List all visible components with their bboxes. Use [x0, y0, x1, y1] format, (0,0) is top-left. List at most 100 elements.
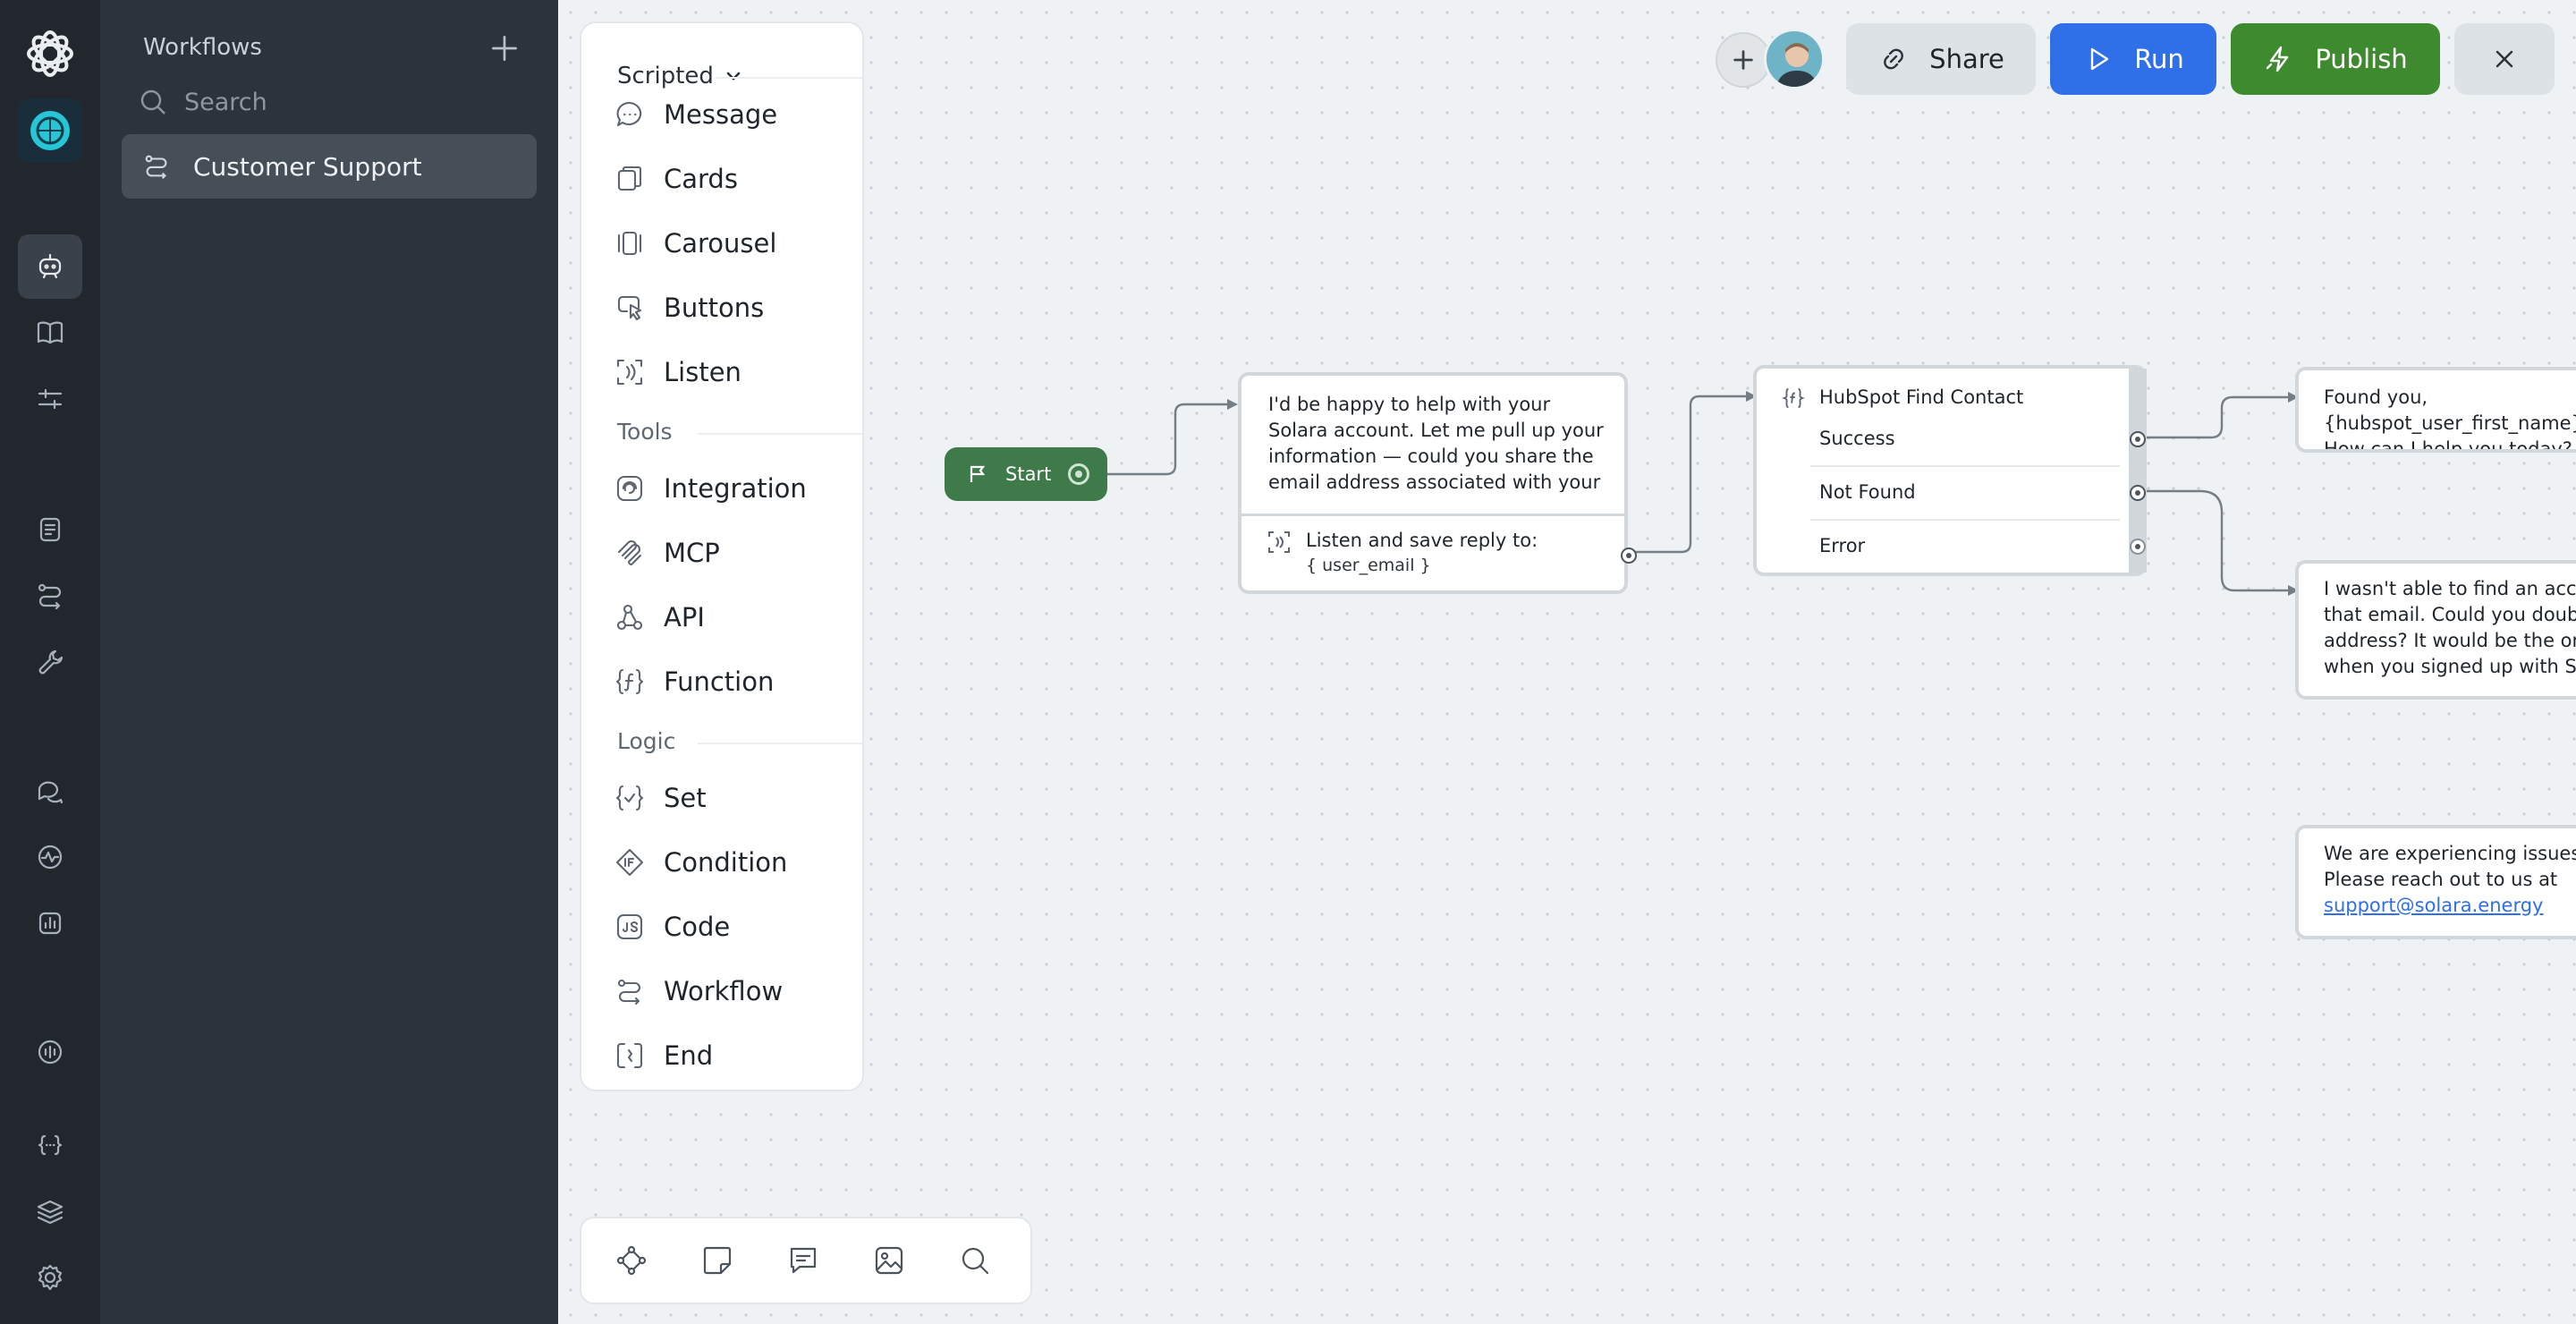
palette-item-carousel[interactable]: Carousel [614, 222, 776, 265]
palette-item-buttons[interactable]: Buttons [614, 286, 764, 329]
search-icon[interactable] [957, 1243, 993, 1278]
publish-bolt-icon [2267, 46, 2289, 72]
chevron-down-icon [726, 72, 741, 81]
flag-icon [970, 465, 986, 482]
close-icon [2496, 50, 2513, 68]
palette-mode-dropdown[interactable]: Scripted [617, 63, 742, 89]
palette-mode-label: Scripted [617, 63, 714, 89]
workflow-icon [145, 155, 167, 179]
success-port[interactable] [2130, 431, 2146, 447]
palette-item-label: Function [664, 666, 775, 697]
search-input[interactable] [184, 88, 488, 116]
code-icon [616, 913, 643, 940]
listen-icon [616, 359, 643, 386]
listen-variable: { user_email } [1306, 556, 1431, 575]
agents-nav-icon[interactable] [18, 234, 82, 299]
settings-gear-icon[interactable] [18, 1245, 82, 1310]
reports-nav-icon[interactable] [18, 891, 82, 955]
voice-nav-icon[interactable] [18, 1020, 82, 1084]
message-node[interactable]: I'd be happy to help with your Solara ac… [1238, 372, 1637, 594]
palette-item-label: API [664, 602, 705, 632]
function-icon [615, 668, 644, 695]
not-found-message-node[interactable]: I wasn't able to find an account with th… [2295, 560, 2576, 700]
variables-nav-icon[interactable] [18, 1113, 82, 1177]
auto-layout-icon[interactable] [614, 1243, 649, 1278]
palette-section-logic: Logic [617, 728, 676, 754]
condition-icon [615, 848, 644, 877]
cards-icon [617, 166, 642, 191]
hubspot-find-contact-node[interactable]: HubSpot Find Contact Success Not Found E… [1753, 365, 2147, 576]
panel-title: Workflows [143, 34, 262, 61]
analytics-pulse-icon[interactable] [18, 825, 82, 889]
palette-item-set[interactable]: Set [614, 777, 707, 819]
workflows-nav-icon[interactable] [18, 564, 82, 628]
support-email-link[interactable]: support@solara.energy [2324, 895, 2544, 916]
add-workflow-button[interactable] [487, 30, 522, 66]
run-button[interactable]: Run [2050, 23, 2216, 95]
plus-icon [1733, 50, 1753, 70]
settings-sliders-icon[interactable] [18, 367, 82, 431]
publish-label: Publish [2315, 44, 2408, 74]
knowledge-nav-icon[interactable] [18, 301, 82, 365]
add-collaborator-button[interactable] [1716, 32, 1771, 88]
api-icon [616, 604, 643, 631]
workflow-search[interactable] [138, 82, 513, 122]
palette-item-code[interactable]: Code [614, 905, 730, 948]
not-found-port[interactable] [2130, 485, 2146, 501]
share-label: Share [1929, 44, 2004, 74]
layers-nav-icon[interactable] [18, 1179, 82, 1243]
palette-item-workflow[interactable]: Workflow [614, 970, 783, 1013]
palette-item-label: Carousel [664, 228, 777, 259]
palette-item-function[interactable]: Function [614, 660, 774, 703]
palette-item-cards[interactable]: Cards [614, 157, 738, 200]
share-button[interactable]: Share [1846, 23, 2036, 95]
start-node[interactable]: Start [945, 447, 1107, 501]
sticky-note-icon[interactable] [699, 1243, 735, 1278]
start-output-port[interactable] [1068, 463, 1089, 485]
palette-item-mcp[interactable]: MCP [614, 531, 720, 574]
message-output-port[interactable] [1621, 547, 1637, 564]
palette-item-label: Set [664, 783, 707, 813]
close-button[interactable] [2454, 23, 2555, 95]
buttons-icon [617, 295, 642, 321]
listen-prefix: Listen and save reply to: [1306, 530, 1538, 551]
run-label: Run [2134, 44, 2184, 74]
not-found-message-text: I wasn't able to find an account with th… [2324, 578, 2576, 677]
image-icon[interactable] [871, 1243, 907, 1278]
palette-item-label: Code [664, 912, 731, 942]
play-icon [2090, 47, 2109, 71]
palette-item-api[interactable]: API [614, 596, 705, 639]
palette-item-listen[interactable]: Listen [614, 351, 741, 394]
tools-nav-icon[interactable] [18, 630, 82, 694]
comment-icon[interactable] [785, 1243, 821, 1278]
error-message-node[interactable]: We are experiencing issues. Please reach… [2295, 825, 2576, 939]
conversations-nav-icon[interactable] [18, 759, 82, 823]
found-message-text: Found you, {hubspot_user_first_name}! Ho… [2324, 386, 2576, 453]
palette-item-label: Workflow [664, 976, 784, 1006]
error-port[interactable] [2130, 539, 2146, 555]
workflow-item-customer-support[interactable]: Customer Support [122, 134, 537, 199]
workflows-panel: Workflows Customer Support [100, 0, 558, 1324]
flow-connectors [1107, 391, 2299, 596]
listen-icon [1268, 531, 1290, 553]
palette-item-label: MCP [664, 538, 720, 568]
content-nav-icon[interactable] [18, 497, 82, 562]
link-icon [1884, 48, 1904, 70]
collaborator-avatar[interactable] [1764, 29, 1825, 89]
publish-button[interactable]: Publish [2231, 23, 2440, 95]
project-avatar[interactable] [18, 98, 82, 163]
output-error: Error [1819, 535, 1866, 556]
palette-item-label: Message [664, 99, 778, 130]
message-icon [616, 101, 642, 127]
palette-item-label: End [664, 1040, 714, 1071]
app-logo-icon[interactable] [20, 23, 80, 84]
palette-item-integration[interactable]: Integration [614, 467, 807, 510]
palette-item-condition[interactable]: Condition [614, 841, 787, 884]
workflow-canvas[interactable]: Scripted Message Cards Carousel Buttons … [558, 0, 2576, 1324]
palette-section-tools: Tools [617, 419, 673, 445]
palette-item-end[interactable]: End [614, 1034, 713, 1077]
found-message-node[interactable]: Found you, {hubspot_user_first_name}! Ho… [2295, 367, 2576, 453]
search-icon [140, 89, 165, 115]
canvas-toolbar [580, 1217, 1032, 1304]
palette-item-message[interactable]: Message [614, 93, 777, 136]
